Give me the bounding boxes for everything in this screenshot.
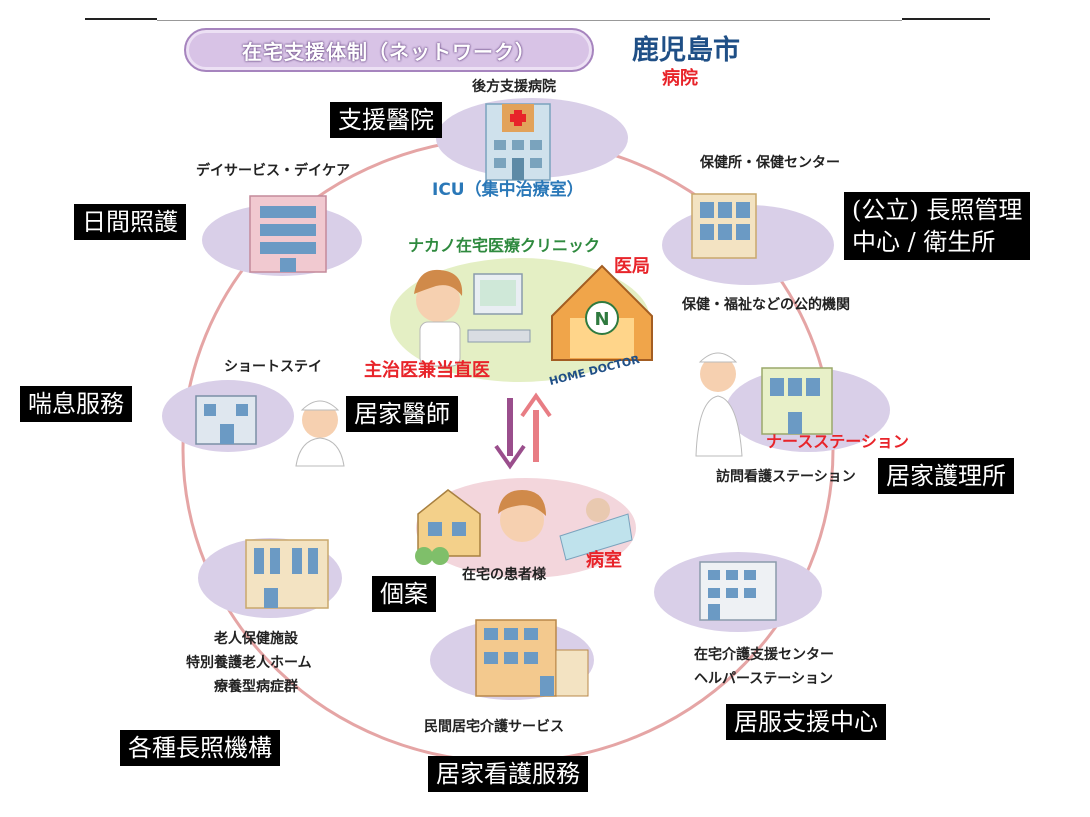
overlay-support-hospital: 支援醫院: [330, 102, 442, 138]
overlay-public-center-line-2: 中心 / 衛生所: [852, 228, 996, 256]
clinic-label: ナカノ在宅医療クリニック: [408, 236, 601, 255]
city-name: 鹿児島市: [632, 35, 740, 66]
patient-home-label: 在宅の患者様: [462, 567, 546, 583]
top-rule-left: [85, 18, 157, 20]
health-center-sublabel: 保健・福祉などの公的機関: [682, 297, 850, 313]
title-pill: 在宅支援体制（ネットワーク）: [184, 28, 594, 72]
overlay-ltc-institutions: 各種長照機構: [120, 730, 280, 766]
overlay-home-physician: 居家醫師: [346, 396, 458, 432]
elder-facility-line-3: 療養型病症群: [214, 679, 298, 695]
patient-room-tag: 病室: [586, 550, 622, 571]
care-support-building-icon: [699, 561, 777, 621]
referral-arrows-icon: [494, 392, 552, 470]
icu-label: ICU（集中治療室）: [432, 180, 584, 200]
visiting-nurse-icon: [695, 352, 743, 457]
health-center-label: 保健所・保健センター: [700, 155, 840, 171]
overlay-respite: 喘息服務: [20, 386, 132, 422]
short-stay-label: ショートステイ: [224, 359, 322, 375]
overlay-case: 個案: [372, 576, 436, 612]
top-rule-mid: [157, 20, 902, 21]
day-service-label: デイサービス・デイケア: [196, 163, 350, 179]
top-rule-right: [902, 18, 990, 20]
private-care-building-icon: [475, 619, 589, 697]
health-center-building-icon: [691, 193, 757, 259]
hospital-tag: 病院: [662, 68, 698, 89]
care-support-line-1: 在宅介護支援センター: [694, 647, 834, 663]
short-stay-building-icon: [195, 395, 257, 445]
diagram-title: 在宅支援体制（ネットワーク）: [242, 40, 536, 64]
elder-facility-building-icon: [245, 539, 329, 609]
day-service-building-icon: [249, 195, 327, 273]
doctor-at-computer-icon: [414, 269, 531, 367]
overlay-home-care-service: 居家看護服務: [428, 756, 588, 792]
overlay-day-care: 日間照護: [74, 204, 186, 240]
private-care-label: 民間居宅介護サービス: [424, 719, 564, 735]
patient-home-icon: [415, 489, 633, 565]
elder-facility-line-2: 特別養護老人ホーム: [186, 655, 312, 671]
hospital-building-icon: [485, 103, 551, 181]
nurse-station-building-icon: [761, 367, 833, 435]
nurse-station-tag: ナースステーション: [766, 432, 909, 451]
nurse-station-label: 訪問看護ステーション: [716, 469, 856, 485]
backup-hospital-label: 後方支援病院: [472, 79, 556, 95]
overlay-care-support-center: 居服支援中心: [726, 704, 886, 740]
svg-text:N: N: [594, 309, 609, 330]
nurse-icon: [295, 400, 345, 467]
overlay-home-nursing-station: 居家護理所: [878, 458, 1014, 494]
clinic-tag: 医局: [614, 256, 650, 277]
overlay-public-center-line-1: (公立) 長照管理: [852, 196, 1023, 224]
overlay-public-center: (公立) 長照管理 中心 / 衛生所: [844, 192, 1031, 260]
care-support-line-2: ヘルパーステーション: [694, 671, 834, 687]
home-doctor-house-icon: N: [551, 264, 653, 361]
doctor-label: 主治医兼当直医: [364, 360, 490, 381]
elder-facility-line-1: 老人保健施設: [214, 631, 298, 647]
